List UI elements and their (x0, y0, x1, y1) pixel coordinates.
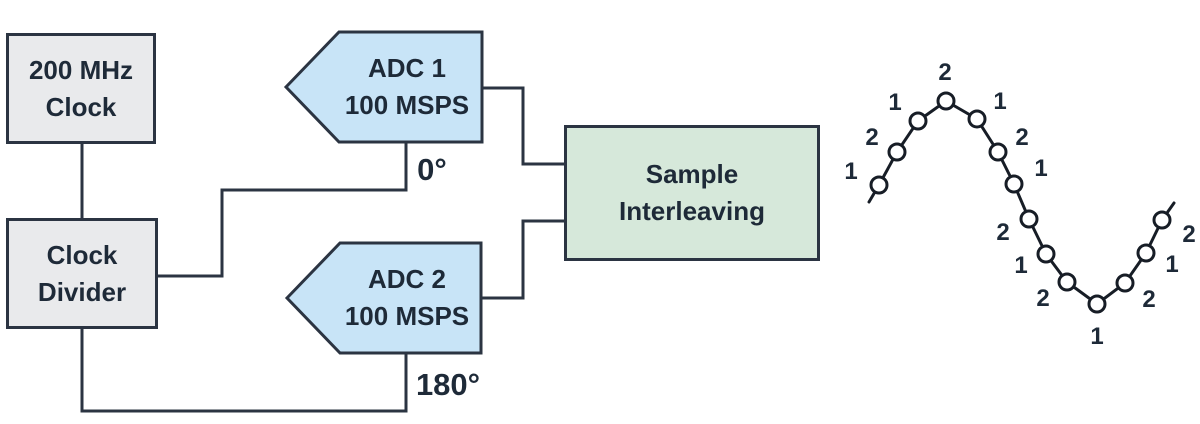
clock-label-line2: Clock (45, 91, 117, 122)
adc1-block-shape (283, 30, 484, 144)
sample-source-label: 2 (1015, 124, 1028, 151)
sample-source-label: 1 (1034, 155, 1047, 182)
sample-point (887, 142, 907, 162)
sample-point (1136, 243, 1156, 263)
interleaver-label-line1: Sample (645, 159, 739, 189)
adc1-phase-label: 0° (417, 152, 447, 187)
interleaver-label-line2: Interleaving (619, 196, 765, 226)
sample-point (1087, 294, 1107, 314)
wire-divider-to-adc2-clock (80, 328, 408, 413)
divider-label-line1: Clock (46, 239, 118, 270)
sample-point (936, 91, 956, 111)
sample-source-label: 1 (888, 89, 901, 116)
sample-source-label: 2 (865, 124, 878, 151)
clock-label-line1: 200 MHz (28, 54, 134, 85)
sample-point (1004, 174, 1024, 194)
sine-wave-path (867, 99, 1176, 306)
sample-point (1019, 209, 1039, 229)
wire-divider-to-adc1-clock (157, 140, 408, 278)
wire-adc2-to-interleaver (480, 219, 566, 300)
clock-source-block: 200 MHz Clock (6, 33, 156, 144)
sample-source-label: 2 (996, 219, 1009, 246)
wire-adc1-to-interleaver (481, 86, 566, 166)
wires (80, 86, 566, 413)
sample-source-label: 1 (1090, 323, 1103, 350)
sample-point (988, 142, 1008, 162)
sample-source-label: 1 (1165, 251, 1178, 278)
sample-source-label: 2 (1036, 285, 1049, 312)
sample-source-label: 1 (844, 158, 857, 185)
sample-interleaving-block: Sample Interleaving (564, 125, 820, 261)
sample-point (869, 175, 889, 195)
divider-label-line2: Divider (37, 276, 127, 307)
sample-source-label: 2 (1182, 221, 1195, 248)
sample-point (908, 111, 928, 131)
sample-point (1115, 273, 1135, 293)
sample-point (1036, 244, 1056, 264)
sample-source-label: 1 (1014, 252, 1027, 279)
sample-source-label: 1 (993, 88, 1006, 115)
adc2-block-shape (284, 241, 483, 355)
sample-point (1152, 210, 1172, 230)
sample-point (967, 109, 987, 129)
sample-source-label: 2 (938, 59, 951, 86)
sample-source-label: 2 (1142, 286, 1155, 313)
clock-divider-block: Clock Divider (6, 218, 158, 329)
sample-point (1057, 272, 1077, 292)
adc2-phase-label: 180° (415, 367, 481, 402)
